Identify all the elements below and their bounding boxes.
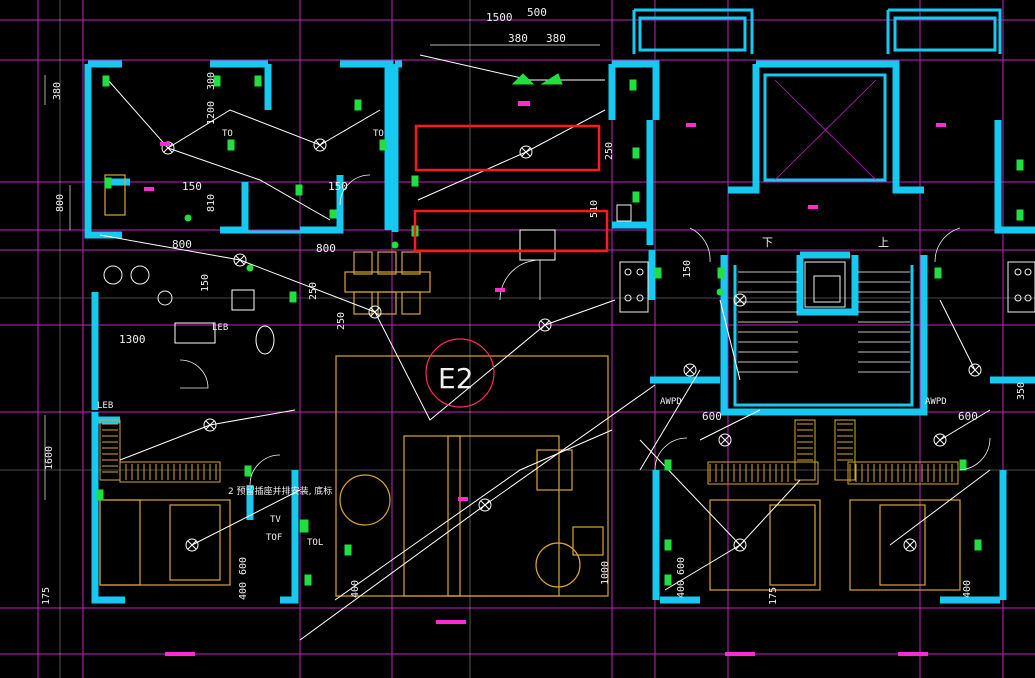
tag-tof: TOF (266, 533, 282, 543)
tag-to-2: TO (373, 129, 384, 139)
stair-up-label: 上 (878, 236, 889, 249)
appliances (103, 204, 1035, 313)
dim-150c: 150 (200, 274, 211, 292)
tag-labels: LEB LEB TO TO TV TOL TOF AWPD AWPD 下 上 2… (97, 129, 947, 548)
dim-600b: 600 (958, 410, 978, 423)
tag-leb-1: LEB (212, 323, 228, 333)
dim-1500: 1500 (486, 11, 513, 24)
dim-800c: 800 (55, 194, 66, 212)
tag-leb-2: LEB (97, 401, 113, 411)
dim-1300: 1300 (119, 333, 146, 346)
tag-awp-2: AWPD (925, 397, 947, 407)
dim-400a: 400 (238, 582, 249, 600)
dim-500: 500 (527, 6, 547, 19)
electrical-devices (96, 73, 1024, 586)
dim-600d: 600 (676, 557, 687, 575)
dim-150a: 150 (182, 180, 202, 193)
dim-380b: 380 (546, 32, 566, 45)
dim-400c: 400 (676, 580, 687, 598)
dim-250b: 250 (308, 282, 319, 300)
walls (84, 8, 1035, 604)
outlet-note: 2 预留插座并排安装, 底标 (228, 485, 332, 497)
dimension-lines (44, 44, 600, 500)
stair-treads (738, 79, 910, 373)
grid-bubble-label: E2 (438, 362, 474, 395)
tag-awp-1: AWPD (660, 397, 682, 407)
room-tags (144, 101, 946, 656)
wardrobe-hatch (102, 423, 953, 482)
dim-175a: 175 (41, 587, 52, 605)
door-swings (179, 174, 991, 486)
dim-1000: 1000 (600, 561, 611, 585)
dim-510: 510 (589, 200, 600, 218)
tag-tol: TOL (307, 538, 323, 548)
dim-400b: 400 (350, 580, 361, 598)
dim-350: 350 (1016, 382, 1027, 400)
dim-1600: 1600 (44, 446, 55, 470)
selection-highlights[interactable] (413, 124, 609, 253)
dim-400d: 400 (962, 580, 973, 598)
dim-800a: 800 (172, 238, 192, 251)
selection-box-lower[interactable] (413, 209, 609, 253)
dim-250c: 250 (336, 312, 347, 330)
dim-600a: 600 (702, 410, 722, 423)
dim-810: 810 (206, 194, 217, 212)
dim-175b: 175 (768, 587, 779, 605)
dim-800b: 800 (316, 242, 336, 255)
tag-tv: TV (270, 515, 281, 525)
dimension-labels: 1500 500 380 380 380 300 1200 1300 150 1… (41, 6, 1027, 605)
dim-380a: 380 (508, 32, 528, 45)
furniture (99, 174, 961, 597)
grid-axis-bubble[interactable]: E2 (425, 338, 495, 408)
dim-380c: 380 (52, 82, 63, 100)
dim-150d: 150 (682, 260, 693, 278)
tag-to-1: TO (222, 129, 233, 139)
ceiling-lamps (161, 138, 982, 552)
stair-down-label: 下 (762, 236, 773, 249)
dim-250a: 250 (604, 142, 615, 160)
selection-box-upper[interactable] (414, 124, 601, 172)
dim-300: 300 (206, 72, 217, 90)
dim-600c: 600 (238, 557, 249, 575)
dim-1200: 1200 (206, 101, 217, 125)
dim-150b: 150 (328, 180, 348, 193)
